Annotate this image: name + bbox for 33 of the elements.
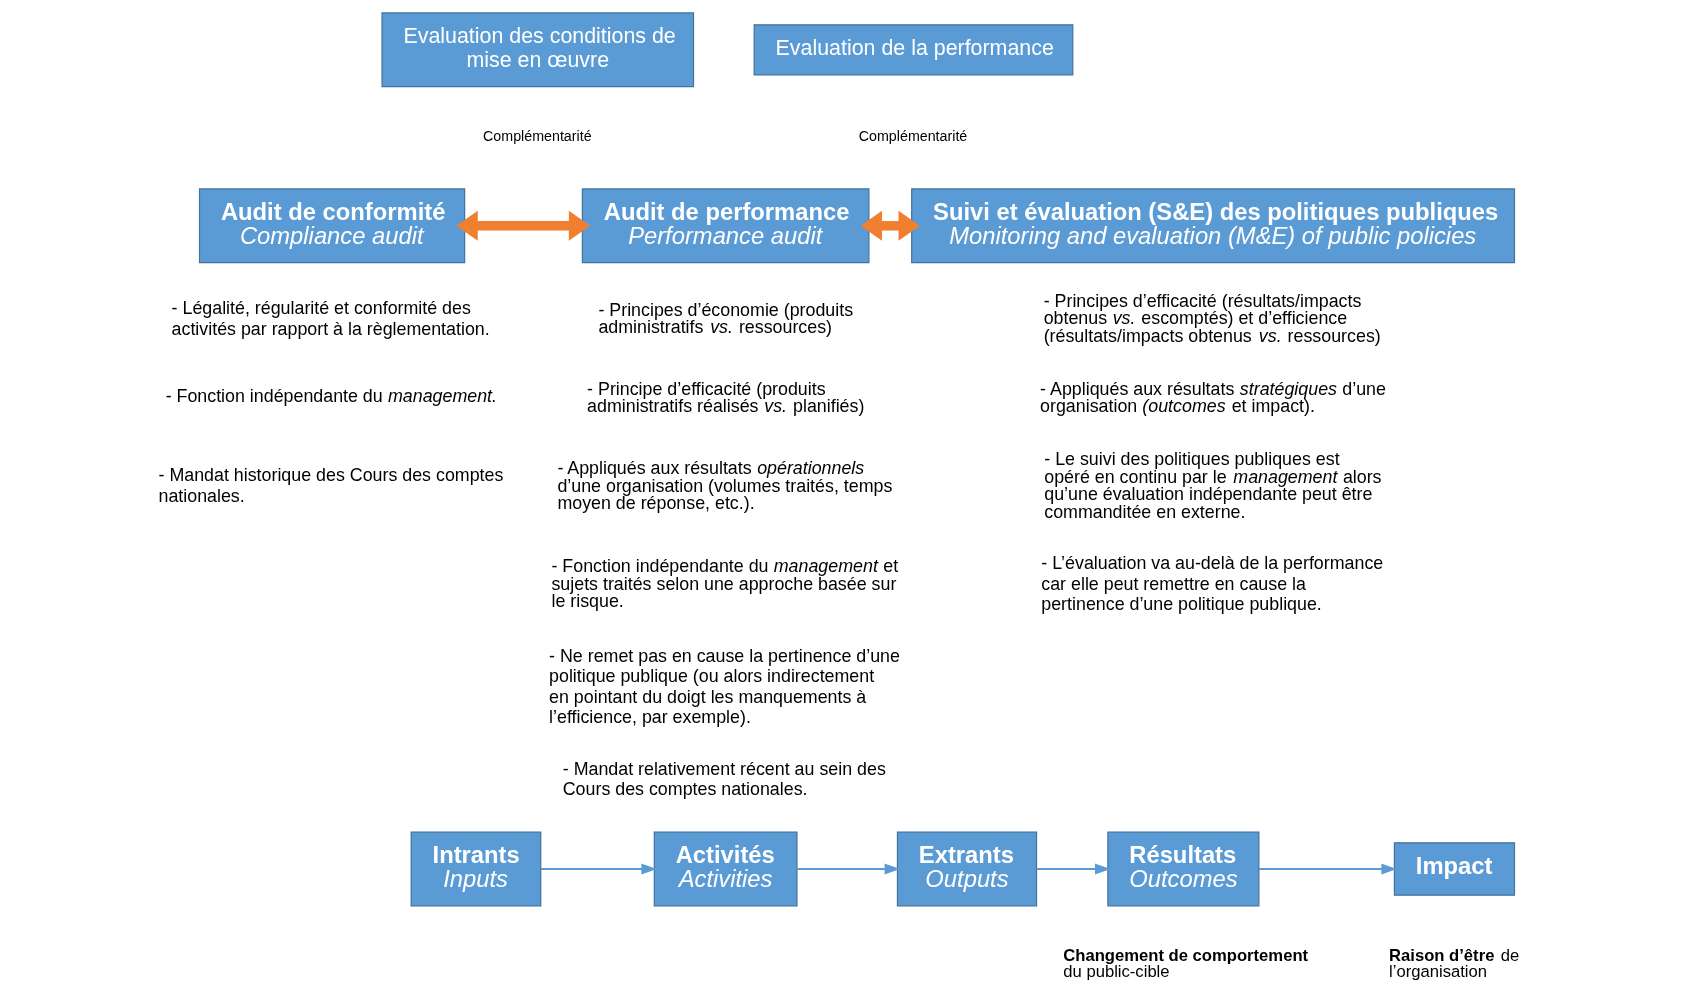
node-box: Suivi et évaluation (S&E) des politiques publiques Monitoring and evaluation (M&E) of public policies: [911, 188, 1516, 264]
arrow: [860, 210, 920, 241]
label: - Fonction indépendante du management et sujets traités selon une approche basée sur le risque.: [551, 555, 899, 612]
label: Complémentarité: [858, 128, 968, 145]
label: - Légalité, régularité et conformité des activités par rapport à la règlementation.: [171, 298, 490, 339]
node-box: Audit de performance Performance audit: [581, 188, 870, 264]
node-box: Résultats Outcomes: [1107, 831, 1260, 907]
label: - Mandat relativement récent au sein des Cours des comptes nationales.: [562, 759, 886, 800]
node-box: Extrants Outputs: [896, 831, 1038, 907]
label: - Principe d’efficacité (produits administratifs réalisés vs. planifiés): [587, 378, 865, 417]
node-box: Evaluation de la performance: [753, 24, 1074, 76]
label: - Appliqués aux résultats opérationnels d’une organisation (volumes traités, temps moyen de réponse, etc.).: [557, 457, 893, 514]
label: - Appliqués aux résultats stratégiques d’une organisation (outcomes et impact).: [1040, 378, 1386, 417]
node-box: Evaluation des conditions de mise en œuvre: [381, 12, 695, 88]
label: - L’évaluation va au-delà de la performance car elle peut remettre en cause la pertinence d’une politique publique.: [1041, 553, 1384, 614]
arrow: [456, 210, 591, 241]
label: - Ne remet pas en cause la pertinence d’une politique publique (ou alors indirectement en pointant du doigt les manquements à l’efficience, par exemple).: [549, 646, 900, 727]
node-box: Activités Activities: [653, 831, 798, 907]
node-box: Intrants Inputs: [410, 831, 542, 907]
label: - Fonction indépendante du management.: [165, 386, 497, 407]
arrow: [1035, 863, 1111, 875]
label: - Principes d’économie (produits administratifs vs. ressources): [598, 299, 854, 338]
arrow: [539, 863, 657, 875]
node-label: Changement de comportement du public-cible: [1063, 945, 1309, 982]
node-box: Audit de conformité Compliance audit: [198, 188, 466, 264]
label: - Le suivi des politiques publiques est opéré en continu par le management alors qu’une évaluation indépendante peut être commanditée en externe.: [1044, 448, 1382, 523]
arrow: [796, 863, 901, 875]
label: - Mandat historique des Cours des comptes nationales.: [158, 465, 504, 506]
node-box: Impact: [1393, 842, 1516, 896]
label: Complémentarité: [483, 128, 592, 145]
label: - Principes d’efficacité (résultats/impacts obtenus vs. escomptés) et d’efficience (résultats/impacts obtenus vs. ressources): [1043, 290, 1381, 347]
node-label: Raison d’être de l’organisation: [1389, 945, 1520, 982]
arrow: [1258, 863, 1397, 875]
